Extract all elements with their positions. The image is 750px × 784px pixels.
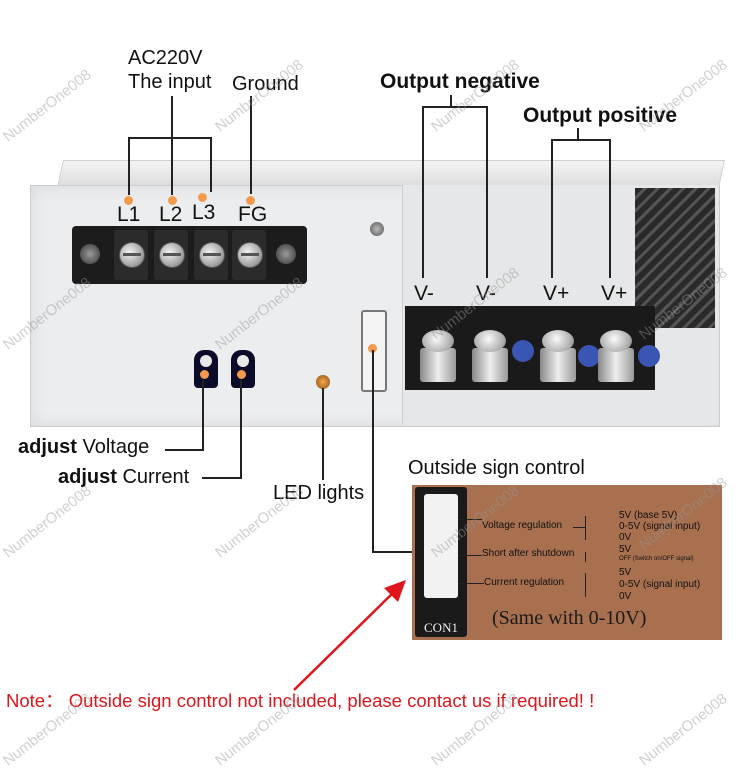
leader-line bbox=[422, 106, 424, 278]
leader-line bbox=[171, 137, 173, 195]
watermark: NumberOne008 bbox=[636, 56, 731, 136]
terminal-L1-marker bbox=[124, 196, 133, 205]
output-negative-2-label: V- bbox=[476, 282, 496, 305]
terminal-L2-screw bbox=[154, 230, 188, 280]
output-post-neg-1 bbox=[418, 330, 458, 388]
led-lights-label: LED lights bbox=[273, 482, 365, 504]
watermark: NumberOne008 bbox=[212, 482, 307, 562]
terminal-L2-marker bbox=[168, 196, 177, 205]
the-input-label: The input bbox=[128, 71, 212, 93]
shutdown-option-1: 5V bbox=[619, 544, 632, 555]
signal-line bbox=[585, 516, 586, 540]
output-negative-1-label: V- bbox=[414, 282, 434, 305]
terminal-L1-label: L1 bbox=[117, 203, 141, 226]
adjust-current-text: Current bbox=[122, 466, 190, 488]
terminal-L3-marker bbox=[198, 193, 207, 202]
current-pot-marker bbox=[237, 370, 246, 379]
leader-line bbox=[165, 449, 204, 451]
ground-label: Ground bbox=[232, 73, 299, 95]
watermark: NumberOne008 bbox=[0, 482, 95, 562]
terminal-L3-label: L3 bbox=[192, 201, 216, 224]
output-positive-2-label: V+ bbox=[601, 282, 628, 305]
leader-line bbox=[171, 96, 173, 138]
case-screw bbox=[370, 222, 384, 236]
connector-marker bbox=[368, 344, 377, 353]
short-after-shutdown-label: Short after shutdown bbox=[482, 548, 575, 559]
voltage-option-2: 0-5V (signal input) bbox=[619, 521, 701, 532]
leader-line bbox=[422, 106, 488, 108]
outside-sign-control-title: Outside sign control bbox=[408, 457, 585, 479]
output-post-pos-1 bbox=[538, 330, 578, 388]
output-post-neg-2 bbox=[470, 330, 510, 388]
signal-line bbox=[585, 573, 586, 597]
signal-line bbox=[458, 555, 482, 556]
current-option-1: 5V bbox=[619, 567, 632, 578]
leader-line bbox=[609, 139, 611, 278]
leader-line bbox=[372, 350, 374, 552]
adjust-voltage-label: adjust Voltage bbox=[18, 436, 149, 459]
leader-line bbox=[250, 96, 252, 194]
voltage-potentiometer bbox=[194, 350, 218, 388]
led-indicator bbox=[316, 375, 330, 389]
leader-line bbox=[240, 380, 242, 478]
watermark: NumberOne008 bbox=[636, 690, 731, 770]
leader-line bbox=[322, 388, 324, 480]
mount-screw bbox=[80, 244, 100, 264]
terminal-FG-label: FG bbox=[238, 203, 268, 226]
shutdown-option-2: OFF (Switch on/OFF signal) bbox=[619, 556, 694, 562]
leader-line bbox=[577, 128, 579, 140]
output-positive-1-label: V+ bbox=[543, 282, 570, 305]
watermark: NumberOne008 bbox=[428, 56, 523, 136]
capacitor bbox=[512, 340, 534, 362]
terminal-L1-screw bbox=[114, 230, 148, 280]
current-option-3: 0V bbox=[619, 591, 632, 602]
adjust-current-bold: adjust bbox=[58, 466, 117, 488]
red-arrow bbox=[293, 580, 406, 691]
terminal-L3-screw bbox=[194, 230, 228, 280]
leader-line bbox=[202, 477, 242, 479]
terminal-FG-screw bbox=[232, 230, 266, 280]
leader-line bbox=[128, 137, 212, 139]
current-option-2: 0-5V (signal input) bbox=[619, 579, 701, 590]
adjust-voltage-bold: adjust bbox=[18, 436, 77, 458]
output-negative-label: Output negative bbox=[380, 70, 540, 93]
capacitor bbox=[638, 345, 660, 367]
note-text: Note： Outside sign control not included,… bbox=[6, 690, 595, 711]
ac-input-label: AC220V bbox=[128, 47, 203, 69]
leader-line bbox=[128, 137, 130, 195]
signal-line bbox=[585, 552, 586, 562]
adjust-voltage-text: Voltage bbox=[82, 436, 150, 458]
voltage-option-3: 0V bbox=[619, 532, 632, 543]
voltage-regulation-label: Voltage regulation bbox=[482, 520, 563, 531]
leader-line bbox=[202, 380, 204, 450]
capacitor bbox=[578, 345, 600, 367]
watermark: NumberOne008 bbox=[0, 66, 95, 146]
con1-plug bbox=[424, 494, 458, 598]
terminal-L2-label: L2 bbox=[159, 203, 183, 226]
device-top bbox=[57, 160, 725, 188]
voltage-pot-marker bbox=[200, 370, 209, 379]
mount-screw bbox=[276, 244, 296, 264]
leader-line bbox=[210, 137, 212, 192]
leader-line bbox=[486, 106, 488, 278]
terminal-FG-marker bbox=[246, 196, 255, 205]
output-positive-label: Output positive bbox=[523, 104, 677, 127]
voltage-option-1: 5V (base 5V) bbox=[619, 510, 678, 521]
con1-label: CON1 bbox=[424, 620, 458, 635]
current-potentiometer bbox=[231, 350, 255, 388]
leader-line bbox=[551, 139, 553, 278]
ac-terminal-block bbox=[72, 226, 307, 284]
signal-line bbox=[458, 519, 482, 520]
leader-line bbox=[372, 551, 416, 553]
output-post-pos-2 bbox=[596, 330, 636, 388]
adjust-current-label: adjust Current bbox=[58, 466, 189, 489]
current-regulation-label: Current regulation bbox=[484, 577, 565, 588]
leader-line bbox=[450, 95, 452, 107]
signal-line bbox=[573, 527, 585, 528]
same-with-label: (Same with 0-10V) bbox=[492, 607, 647, 629]
vent-grille bbox=[635, 188, 715, 328]
leader-line bbox=[551, 139, 611, 141]
signal-line bbox=[458, 583, 484, 584]
